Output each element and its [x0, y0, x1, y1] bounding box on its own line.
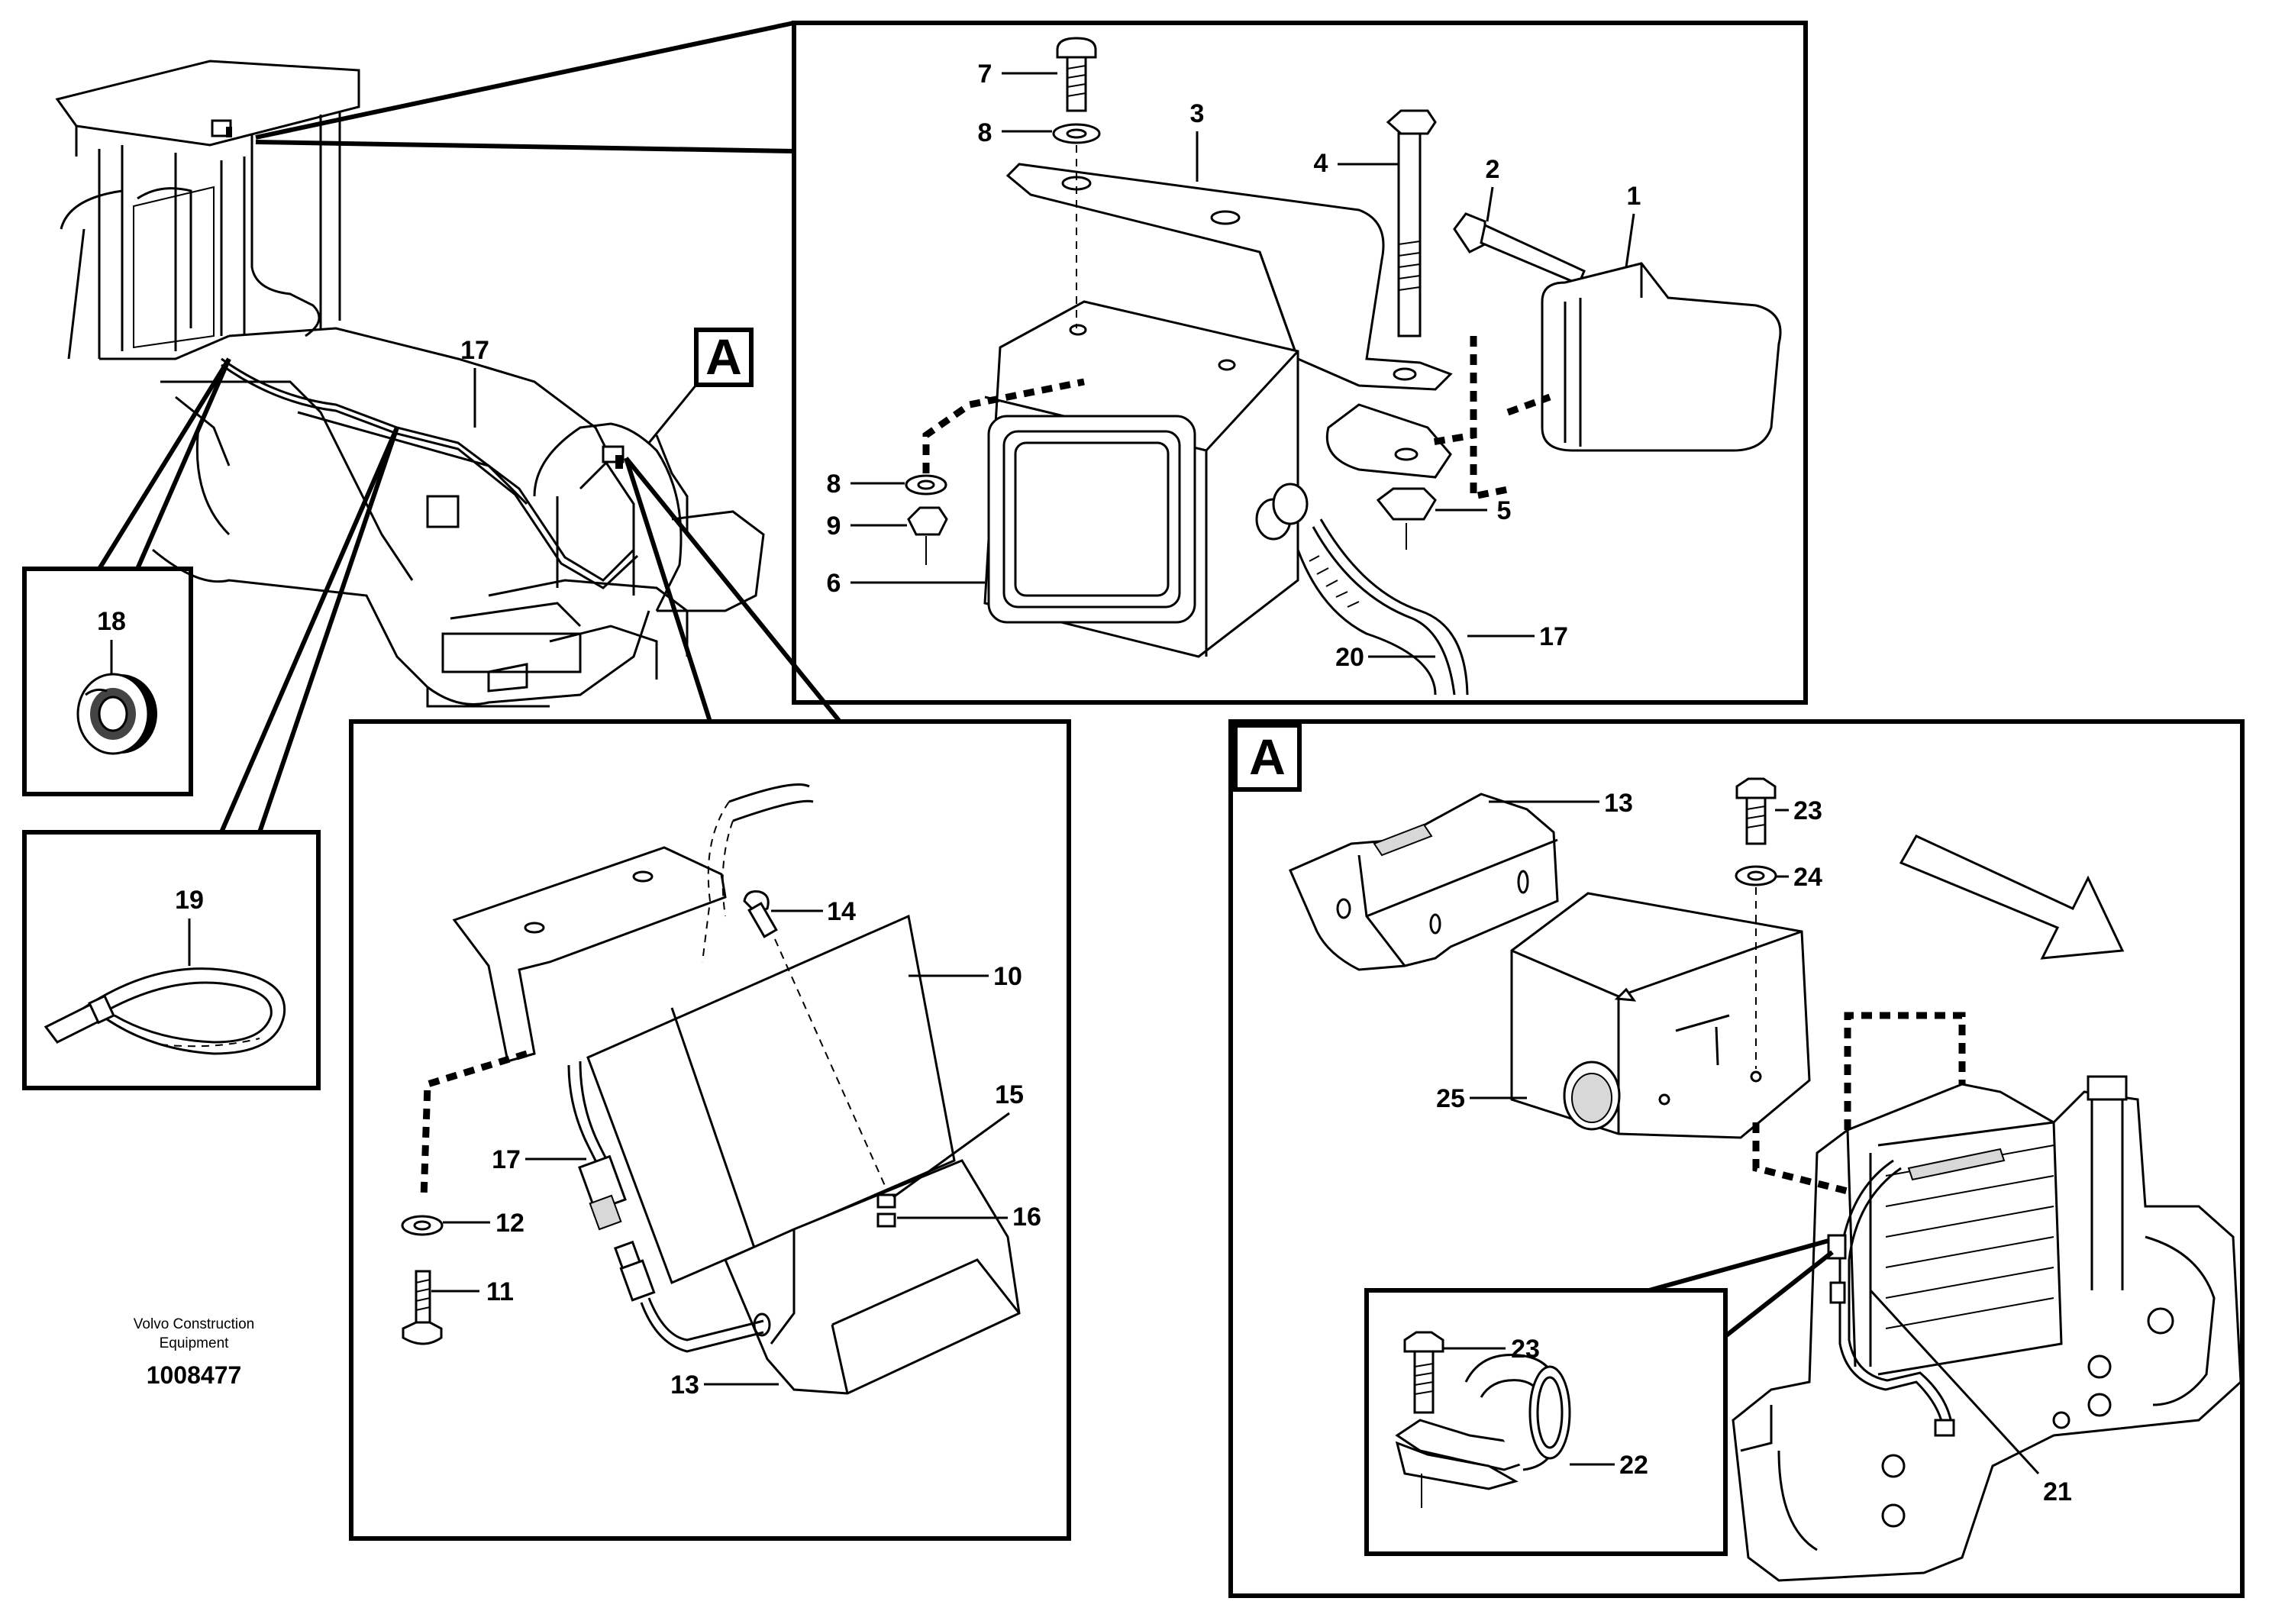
detail-a-label-box: A — [1233, 723, 1302, 792]
cab-camera-assembly — [905, 37, 1782, 696]
callout-1: 1 — [1627, 182, 1641, 211]
detail-frame-middle — [349, 719, 1071, 1541]
callout-19: 19 — [175, 886, 204, 915]
grommet-part — [76, 673, 157, 755]
callout-7: 7 — [978, 60, 992, 89]
callout-22: 22 — [1619, 1451, 1648, 1480]
callout-5: 5 — [1497, 496, 1512, 525]
callout-13-detail-a: 13 — [1604, 789, 1633, 818]
callout-15: 15 — [995, 1080, 1024, 1109]
callout-17-overview: 17 — [460, 336, 489, 365]
detail-box-22 — [1364, 1288, 1728, 1556]
callout-14: 14 — [827, 897, 856, 926]
detail-a-assembly — [1289, 777, 2242, 1582]
grommet-bracket-assembly — [1395, 1331, 1571, 1508]
callout-18: 18 — [97, 607, 126, 636]
callout-23-inset: 23 — [1511, 1335, 1540, 1364]
callout-17-middle: 17 — [492, 1145, 521, 1174]
callout-11: 11 — [486, 1277, 514, 1306]
callout-25: 25 — [1436, 1084, 1465, 1113]
detail-box-22-connectors — [1648, 1238, 1834, 1338]
callout-20: 20 — [1335, 643, 1364, 672]
callout-9: 9 — [827, 512, 841, 541]
callout-8-left: 8 — [827, 470, 841, 499]
callout-16: 16 — [1012, 1203, 1041, 1232]
detail-frame-a — [1228, 719, 2245, 1598]
overview-marker-a: A — [647, 328, 754, 444]
callout-17-top: 17 — [1539, 622, 1568, 651]
callout-4: 4 — [1314, 149, 1328, 178]
top-frame-callouts: 7 8 3 4 2 1 8 9 6 5 17 20 — [827, 60, 1641, 672]
detail-a-callouts: 13 23 24 25 23 22 21 — [1436, 789, 2072, 1506]
callout-6: 6 — [827, 569, 841, 598]
connector-lines-left — [95, 357, 842, 834]
machine-overview — [55, 60, 765, 708]
callout-3: 3 — [1190, 99, 1205, 128]
callout-8-top: 8 — [978, 118, 992, 147]
drawing-number: 1008477 — [147, 1361, 242, 1389]
callout-2: 2 — [1486, 155, 1500, 184]
overview-marker-a-label: A — [705, 328, 742, 385]
middle-frame-callouts: 14 10 15 16 17 12 11 13 — [431, 897, 1041, 1400]
callout-13-middle: 13 — [670, 1371, 699, 1400]
connector-lines-top — [255, 21, 795, 153]
brand-line-1: Volvo Construction — [134, 1316, 254, 1332]
detail-frame-top — [792, 21, 1808, 705]
callout-10: 10 — [993, 962, 1022, 991]
brand-block: Volvo Construction Equipment 1008477 — [134, 1316, 254, 1389]
detail-a-label: A — [1249, 728, 1286, 785]
callout-23-detail-a: 23 — [1793, 796, 1822, 825]
box-19: 19 — [22, 830, 321, 1090]
counterweight-camera-assembly — [401, 783, 1021, 1395]
callout-24: 24 — [1793, 863, 1822, 892]
callout-12: 12 — [495, 1209, 524, 1238]
brand-line-2: Equipment — [160, 1335, 230, 1351]
callout-21: 21 — [2043, 1477, 2072, 1506]
box-18: 18 — [22, 567, 193, 796]
cable-tie-part — [44, 967, 286, 1055]
